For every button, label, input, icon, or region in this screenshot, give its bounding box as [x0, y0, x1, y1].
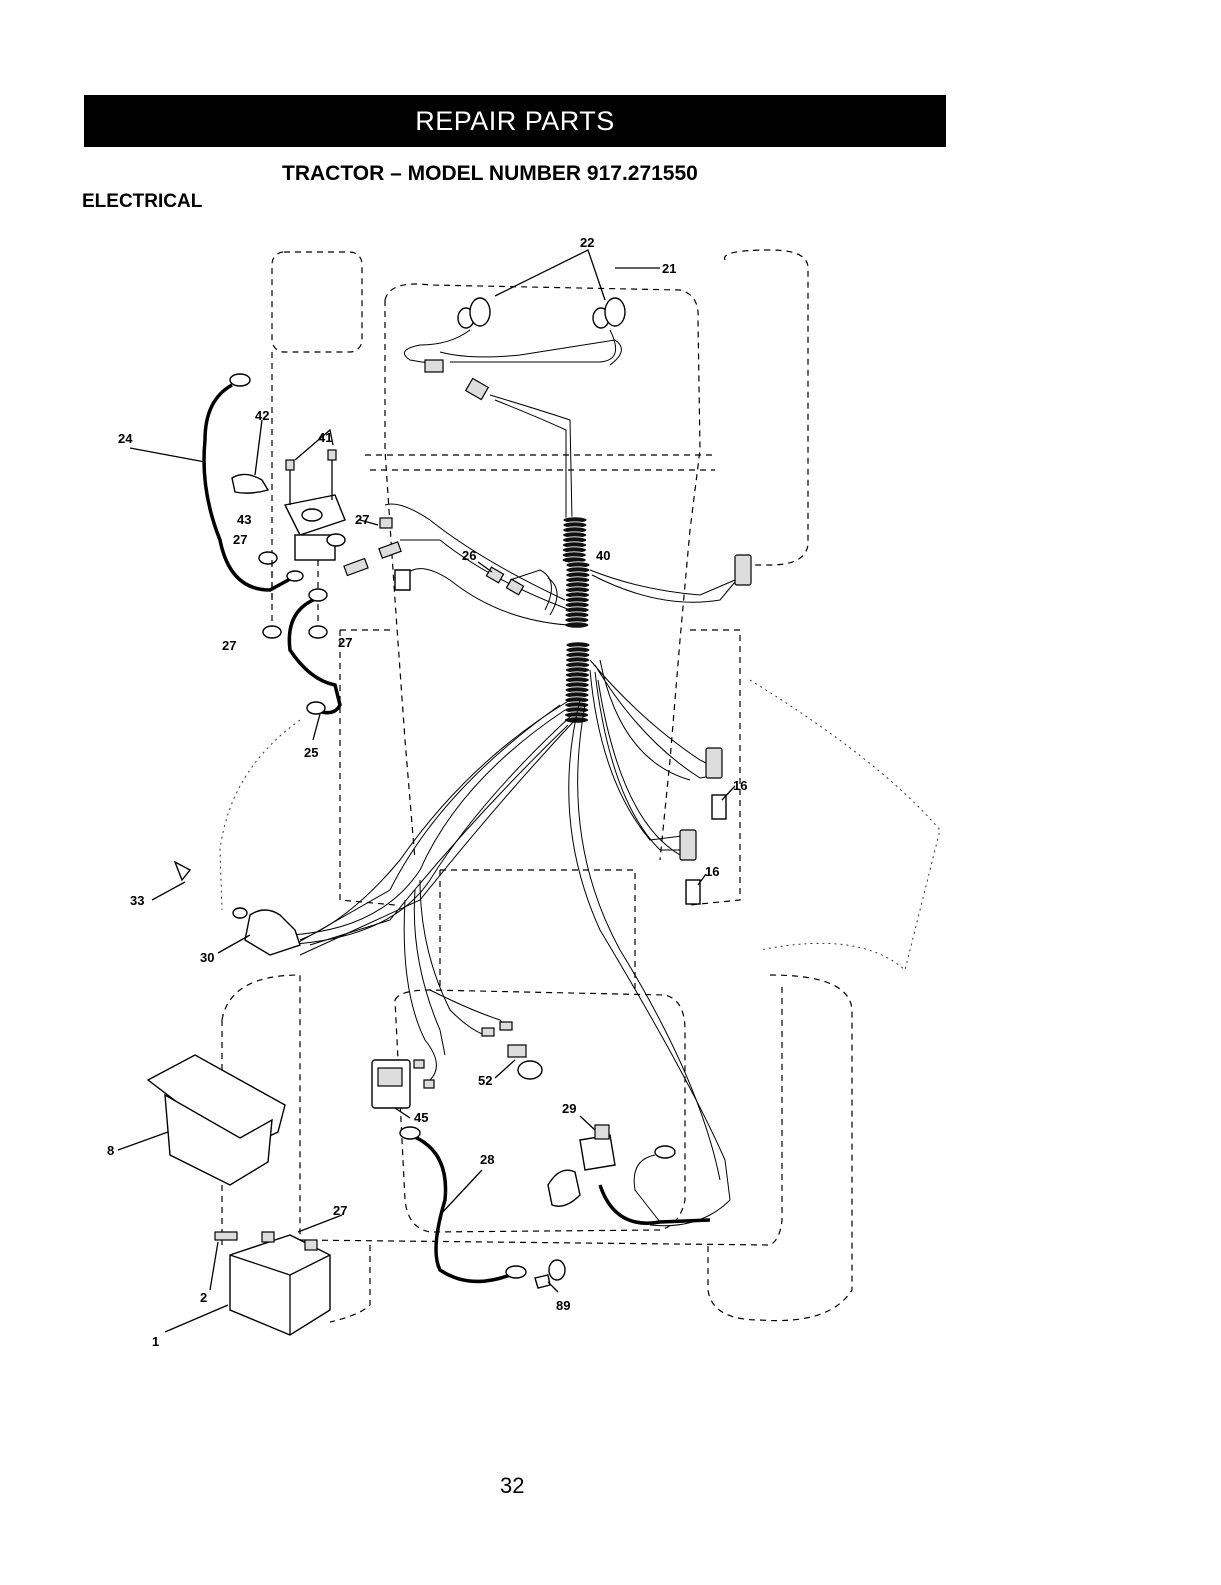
loom-coil — [565, 622, 589, 628]
headlight-assembly — [404, 250, 660, 372]
callout-24: 24 — [118, 431, 133, 446]
misc-components — [344, 518, 710, 1292]
callout-27-a: 27 — [233, 532, 247, 547]
starter-solenoid — [232, 420, 345, 638]
page-number: 32 — [500, 1473, 524, 1499]
loom-coil — [565, 717, 589, 723]
callout-33: 33 — [130, 893, 144, 908]
callout-42: 42 — [255, 408, 269, 423]
main-harness-loom — [562, 517, 590, 723]
callout-40: 40 — [596, 548, 610, 563]
callout-22: 22 — [580, 235, 594, 250]
callout-8: 8 — [107, 1143, 114, 1158]
callout-25: 25 — [304, 745, 318, 760]
callout-52: 52 — [478, 1073, 492, 1088]
callout-29: 29 — [562, 1101, 576, 1116]
callout-16-lower: 16 — [705, 864, 719, 879]
callout-1: 1 — [152, 1334, 159, 1349]
callout-16-upper: 16 — [733, 778, 747, 793]
wire-bundles — [280, 504, 745, 1226]
battery — [165, 1215, 342, 1335]
callout-30: 30 — [200, 950, 214, 965]
ignition-switch — [152, 862, 300, 955]
connector-plugs — [680, 555, 751, 904]
callout-27-d: 27 — [338, 635, 352, 650]
callout-89: 89 — [556, 1298, 570, 1313]
battery-tray — [118, 1055, 285, 1185]
callout-41: 41 — [318, 430, 332, 445]
callout-43: 43 — [237, 512, 251, 527]
callout-27-e: 27 — [333, 1203, 347, 1218]
callout-28: 28 — [480, 1152, 494, 1167]
callout-45: 45 — [414, 1110, 428, 1125]
callout-26: 26 — [462, 548, 476, 563]
callout-27-b: 27 — [355, 512, 369, 527]
callout-2: 2 — [200, 1290, 207, 1305]
callout-21: 21 — [662, 261, 676, 276]
tractor-outline — [220, 250, 940, 1322]
front-harness-lead — [466, 378, 572, 520]
callout-labels: 1 2 8 16 16 21 22 24 25 26 27 27 27 27 2… — [107, 235, 747, 1349]
callout-27-c: 27 — [222, 638, 236, 653]
